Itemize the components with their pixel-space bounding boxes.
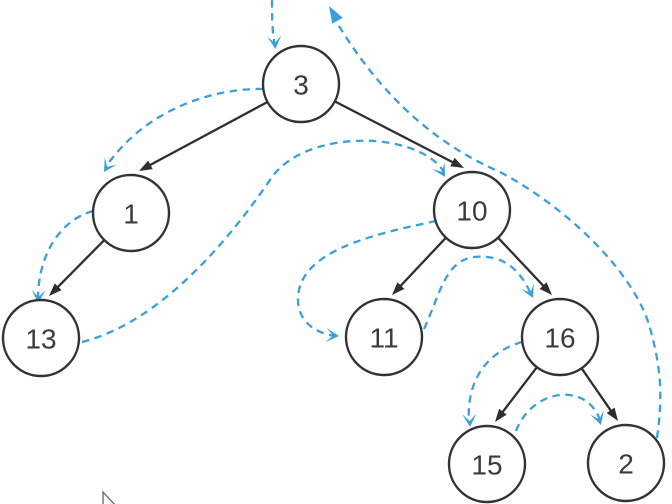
tree-edge-10-16 [497, 236, 552, 295]
tree-node-label: 11 [369, 323, 398, 354]
traversal-step-15-2 [514, 393, 604, 432]
traversal-step-1-13 [31, 209, 94, 303]
tree-edge-16-2 [580, 367, 618, 421]
tree-node-16: 16 [520, 297, 600, 377]
traversal-step-2-outside-top [329, 6, 662, 439]
tree-node-label: 16 [544, 323, 575, 354]
edge-arrowhead-icon [49, 283, 62, 296]
tree-edge-10-11 [392, 236, 447, 295]
traversal-step-13-10 [81, 139, 445, 344]
tree-node-circle [520, 297, 600, 377]
tree-node-circle [447, 424, 527, 504]
tree-node-label: 15 [471, 450, 502, 481]
edge-arrowhead-icon [495, 408, 507, 422]
tree-edge-16-15 [495, 366, 538, 422]
traversal-arrowhead-icon [590, 410, 604, 425]
tree-node-label: 10 [456, 196, 487, 227]
tree-node-11: 11 [344, 297, 424, 377]
tree-edge-3-10 [334, 100, 464, 168]
traversal-step-3-1 [104, 87, 264, 172]
traversal-arrowhead-icon [432, 162, 445, 177]
edge-arrowhead-icon [139, 160, 153, 171]
tree-node-circle [1, 298, 81, 378]
tree-node-3: 3 [261, 44, 341, 124]
tree-node-2: 2 [586, 423, 666, 503]
traversal-step-10-11 [296, 219, 437, 342]
tree-node-15: 15 [447, 424, 527, 504]
tree-node-label: 3 [293, 70, 309, 101]
traversal-step-11-16 [422, 255, 534, 330]
tree-node-10: 10 [432, 170, 512, 250]
tree-node-circle [344, 297, 424, 377]
tree-node-label: 2 [618, 449, 634, 480]
traversal-step-outside-top-3 [267, 0, 282, 49]
tree-node-label: 13 [25, 324, 56, 355]
edge-arrowhead-icon [392, 282, 405, 295]
traversal-arrowhead-icon [521, 283, 534, 298]
mouse-cursor [102, 490, 116, 504]
traversal-step-16-15 [462, 340, 523, 427]
traversal-arrowhead-icon [462, 413, 477, 427]
edge-arrowhead-icon [606, 407, 618, 421]
tree-node-1: 1 [91, 173, 171, 253]
traversal-arrowhead-icon [104, 157, 117, 172]
edge-arrowhead-icon [539, 282, 552, 295]
tree-edge-1-13 [49, 239, 106, 296]
traversal-arrowhead-icon [325, 327, 339, 342]
tree-node-circle [432, 170, 512, 250]
tree-node-circle [586, 423, 666, 503]
edge-arrowhead-icon [450, 157, 464, 168]
tree-node-circle [261, 44, 341, 124]
traversal-arrowhead-icon [267, 35, 282, 49]
tree-node-13: 13 [1, 298, 81, 378]
traversal-arrowhead-icon [329, 6, 343, 24]
tree-node-circle [91, 173, 171, 253]
tree-node-label: 1 [123, 199, 139, 230]
tree-edge-3-1 [139, 100, 269, 171]
